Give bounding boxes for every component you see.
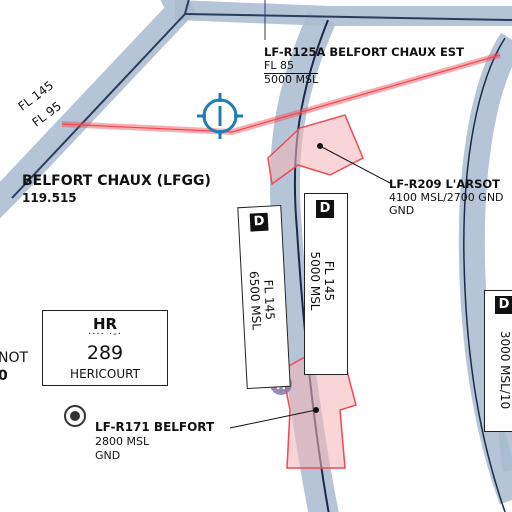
zone-lf-r171-upper: 2800 MSL <box>95 435 150 448</box>
aerodrome-name: BELFORT CHAUX (LFGG) <box>22 173 211 189</box>
airway-line-east <box>463 37 506 512</box>
zone-lf-r125a-upper: FL 85 <box>264 59 294 72</box>
navaid-info-box: HR ···· ·-· 289 HERICOURT <box>42 310 168 386</box>
airway-band-northwest <box>0 0 196 219</box>
ndb-icon <box>64 405 86 427</box>
sector-right-tag: D <box>495 296 512 314</box>
sector-box-middle: D FL 145 5000 MSL <box>304 193 348 375</box>
navaid-ident: HR <box>92 315 118 333</box>
leader-line-lf-r209 <box>319 145 391 184</box>
sector-middle-tag: D <box>316 200 334 218</box>
edge-text-zero: 0 <box>0 368 8 384</box>
edge-text-not: NOT <box>0 350 29 366</box>
navaid-name: HERICOURT <box>70 367 140 381</box>
zone-lf-r209-area <box>267 114 364 186</box>
sector-left-tag: D <box>249 212 269 232</box>
zone-lf-r209-upper: 4100 MSL/2700 GND <box>389 191 504 204</box>
airway-line-top <box>184 13 512 21</box>
sector-box-left: D FL 145 6500 MSL <box>237 204 291 390</box>
zone-lf-r209-name: LF-R209 L'ARSOT <box>389 177 500 191</box>
sector-box-right: D 3000 MSL/10 <box>484 290 512 432</box>
sector-right-text: 3000 MSL/10 <box>498 330 512 410</box>
leader-line-lf-r171 <box>229 409 317 429</box>
airway-band-east <box>458 32 512 505</box>
zone-lf-r171-lower: GND <box>95 449 121 462</box>
sector-middle-lower: 5000 MSL <box>308 251 322 311</box>
zone-lf-r209-lower: GND <box>389 204 415 217</box>
sector-middle-upper: FL 145 <box>322 260 336 302</box>
aerodrome-icon <box>197 93 243 139</box>
navaid-morse: ···· ·-· <box>88 329 122 340</box>
aerodrome-frequency: 119.515 <box>22 191 77 205</box>
zone-lf-r125a-name: LF-R125A BELFORT CHAUX EST <box>264 45 464 59</box>
zone-lf-r125a-lower: 5000 MSL <box>264 73 319 86</box>
zone-lf-r171-name: LF-R171 BELFORT <box>95 420 215 434</box>
navaid-frequency: 289 <box>86 342 124 364</box>
restricted-boundary-line-core <box>61 54 501 133</box>
